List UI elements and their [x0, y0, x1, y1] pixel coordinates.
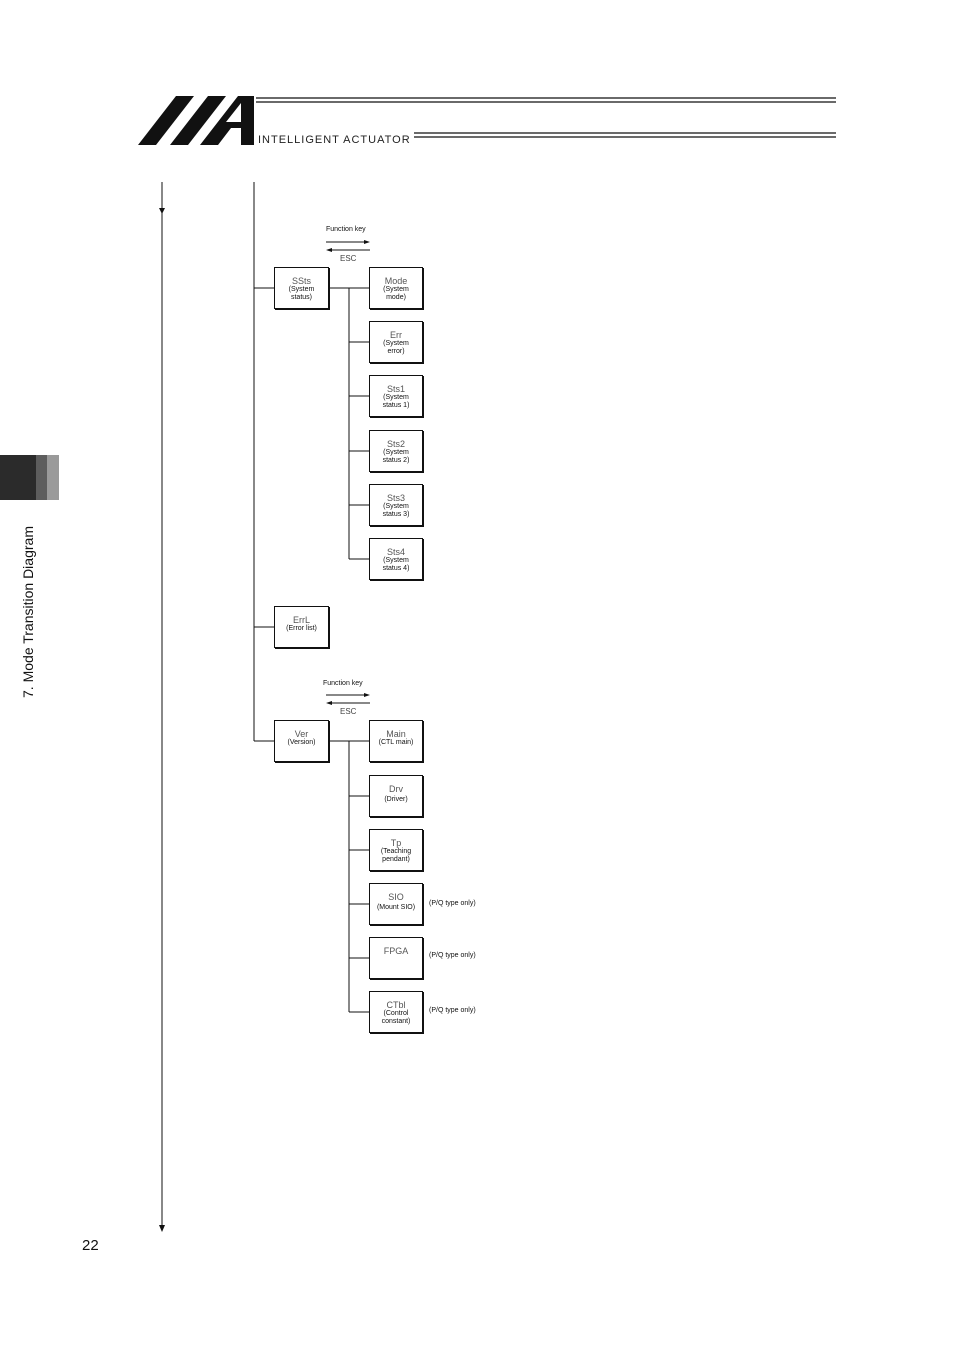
node-code: Tp: [390, 838, 402, 848]
node-code: SIO: [388, 892, 404, 902]
node-desc: (System status 2): [382, 449, 410, 464]
node-code: Sts3: [386, 493, 405, 503]
node-mode: Mode (System mode): [369, 267, 423, 309]
node-desc: (System status 3): [382, 503, 410, 518]
node-err: Err (System error): [369, 321, 423, 363]
node-desc: (Teaching pendant): [380, 848, 412, 863]
node-desc: (Control constant): [381, 1010, 411, 1025]
page-number: 22: [82, 1237, 99, 1254]
node-desc: (System error): [383, 340, 409, 355]
esc-label: ESC: [340, 254, 357, 263]
node-code: Ver: [294, 729, 309, 739]
type-note: (P/Q type only): [429, 1007, 476, 1014]
node-code: Err: [390, 330, 402, 340]
node-fpga: FPGA: [369, 937, 423, 979]
node-desc: (System mode): [383, 286, 409, 301]
type-note: (P/Q type only): [429, 952, 476, 959]
node-desc: (CTL main): [378, 739, 414, 746]
node-tp: Tp (Teaching pendant): [369, 829, 423, 871]
section-tab-light-block: [47, 455, 59, 500]
node-drv: Drv (Driver): [369, 775, 423, 817]
node-desc: (Version): [287, 739, 316, 746]
node-code: Mode: [384, 276, 408, 286]
header-rule-lines: [256, 97, 836, 138]
node-code: Sts1: [386, 384, 405, 394]
function-key-label: Function key: [323, 680, 363, 687]
node-ssts: SSts (System status): [274, 267, 329, 309]
esc-label: ESC: [340, 707, 357, 716]
node-code: FPGA: [383, 946, 409, 956]
node-desc: (Mount SIO): [376, 904, 416, 911]
node-errl: ErrL (Error list): [274, 606, 329, 648]
node-sts4: Sts4 (System status 4): [369, 538, 423, 580]
section-tab-dark-block: [0, 455, 36, 500]
node-sts2: Sts2 (System status 2): [369, 430, 423, 472]
node-main: Main (CTL main): [369, 720, 423, 762]
node-desc: (Error list): [286, 625, 317, 632]
node-desc: (System status 4): [382, 557, 410, 572]
node-ctbl: CTbl (Control constant): [369, 991, 423, 1033]
node-desc: (System status): [288, 286, 315, 301]
node-code: Main: [386, 729, 406, 739]
node-code: CTbl: [386, 1000, 406, 1010]
node-ver: Ver (Version): [274, 720, 329, 762]
section-tab-mid-block: [36, 455, 47, 500]
node-code: Drv: [389, 784, 403, 794]
node-code: SSts: [291, 276, 311, 286]
node-sts3: Sts3 (System status 3): [369, 484, 423, 526]
node-code: Sts4: [386, 547, 405, 557]
type-note: (P/Q type only): [429, 900, 476, 907]
brand-text: INTELLIGENT ACTUATOR: [258, 134, 411, 146]
iai-logo-icon: [138, 96, 254, 145]
node-code: ErrL: [292, 615, 310, 625]
node-desc: (System status 1): [382, 394, 410, 409]
node-desc: (Driver): [384, 796, 408, 803]
function-key-label: Function key: [326, 226, 366, 233]
node-code: Sts2: [386, 439, 405, 449]
node-sio: SIO (Mount SIO): [369, 883, 423, 925]
node-sts1: Sts1 (System status 1): [369, 375, 423, 417]
